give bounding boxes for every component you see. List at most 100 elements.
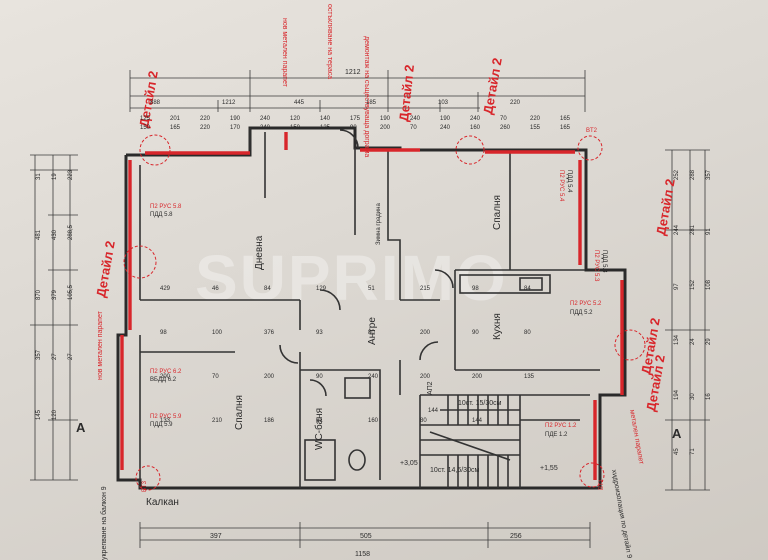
dim-inner-19: 90 — [316, 374, 323, 380]
dim-top-21: 150 — [140, 125, 151, 131]
dim-right-9: 134 — [674, 334, 680, 345]
dim-top-7: 201 — [170, 116, 181, 122]
dim-bottom-1: 505 — [360, 533, 372, 540]
dim-top-33: 260 — [500, 125, 511, 131]
dim-right-4: 281 — [690, 224, 696, 235]
bottom-overall-dimension: 1158 — [355, 551, 370, 558]
dim-right-10: 24 — [690, 338, 696, 345]
dim-inner-0: 429 — [160, 286, 171, 292]
dim-top-25: 240 — [260, 125, 271, 131]
dim-right-13: 30 — [690, 393, 696, 400]
detail-callout-circles — [123, 134, 646, 491]
svg-text:П2 РУС 5.4: П2 РУС 5.4 — [558, 170, 564, 202]
dim-top-31: 240 — [440, 125, 451, 131]
svg-text:ПДЕ 1.2: ПДЕ 1.2 — [545, 432, 568, 438]
dim-top-30: 70 — [410, 125, 417, 131]
dim-inner-10: 376 — [264, 330, 275, 336]
stair-lower-label: 10ст. 14,6/30см — [430, 467, 479, 474]
room-living-label: Дневна — [254, 235, 265, 270]
level-down-label: +1,55 — [540, 465, 558, 472]
window-tag-w2: П2 РУС 6.2 ВБДД 6.2 — [150, 369, 182, 383]
dim-right-3: 244 — [674, 224, 680, 235]
interior-walls — [139, 128, 600, 488]
annotation-bottom-left: укрепване на балкон 9 — [100, 486, 108, 560]
window-tag-w1: П2 РУС 5.8 ПДД 5.8 — [150, 204, 182, 218]
dim-bottom-0: 397 — [210, 533, 222, 540]
dim-top-29: 200 — [380, 125, 391, 131]
dim-left-3: 481 — [36, 229, 42, 240]
dim-top-8: 220 — [200, 116, 211, 122]
svg-text:ВБДД 6.2: ВБДД 6.2 — [150, 377, 177, 383]
annotation-top-rail: нов метален парапет — [281, 18, 288, 88]
dim-inner-14: 90 — [472, 330, 479, 336]
dim-inner-29: 80 — [420, 418, 427, 424]
dim-top-28: 90 — [350, 125, 357, 131]
svg-text:ПДД 5.4: ПДД 5.4 — [566, 170, 572, 193]
dim-top-2: 445 — [294, 100, 305, 106]
svg-text:П2 РУС 5.8: П2 РУС 5.8 — [150, 204, 182, 210]
dim-top-3: 185 — [366, 100, 377, 106]
dim-top-24: 170 — [230, 125, 241, 131]
dim-left-4: 430 — [52, 229, 58, 240]
dim-top-0: 888 — [150, 100, 161, 106]
dim-inner-23: 135 — [524, 374, 535, 380]
top-dimension-chains — [129, 70, 586, 112]
dim-top-4: 103 — [438, 100, 449, 106]
dim-inner-27: 61 — [316, 418, 323, 424]
staircase — [429, 395, 520, 488]
annotation-right-rail: метален парапет — [628, 409, 645, 466]
dim-top-14: 190 — [380, 116, 391, 122]
dim-right-0: 252 — [674, 169, 680, 180]
bottom-dimension-chains — [139, 522, 591, 548]
dim-left-13: 120 — [52, 409, 58, 420]
dim-top-10: 240 — [260, 116, 271, 122]
dim-left-8: 105,5 — [68, 284, 74, 300]
dim-top-23: 220 — [200, 125, 211, 131]
dim-inner-1: 46 — [212, 286, 219, 292]
dim-left-7: 379 — [52, 289, 58, 300]
dim-top-27: 125 — [320, 125, 331, 131]
renovation-markup — [120, 132, 624, 480]
window-tag-w3: П2 РУС 5.9 ПДД 5.9 — [150, 414, 182, 428]
dim-inner-13: 200 — [420, 330, 431, 336]
dim-left-11: 27 — [68, 353, 74, 360]
detail-label-2: Детайл 2 — [396, 64, 417, 122]
dim-left-12: 145 — [36, 409, 42, 420]
svg-text:П2 РУС 6.2: П2 РУС 6.2 — [150, 369, 182, 375]
dim-right-7: 152 — [690, 279, 696, 290]
window-tag-w7: П2 РУС 5.3 ПДД 5.3 — [593, 250, 607, 282]
bt2-tag: BT2 — [586, 128, 598, 134]
dim-top-26: 150 — [290, 125, 301, 131]
dim-inner-5: 215 — [420, 286, 431, 292]
detail-label-3: Детайл 2 — [480, 57, 505, 116]
dim-right-1: 288 — [690, 169, 696, 180]
dim-bottom-2: 256 — [510, 533, 522, 540]
dim-inner-28: 160 — [368, 418, 379, 424]
window-tag-w4: П2 РУС 5.4 ПДД 5.4 — [558, 170, 572, 202]
bottom-dimension-values: 397 505 256 — [210, 533, 522, 540]
stair-upper-label: 10ст. 15/30см — [458, 400, 502, 407]
dim-inner-16: 200 — [160, 374, 171, 380]
dim-right-12: 194 — [674, 389, 680, 400]
dim-top-9: 190 — [230, 116, 241, 122]
dim-right-16: 71 — [690, 448, 696, 455]
annotation-left-rail: нов метален парапет — [97, 310, 104, 380]
dim-top-35: 165 — [560, 125, 571, 131]
dim-inner-11: 93 — [316, 330, 323, 336]
svg-text:ПДД 5.2: ПДД 5.2 — [570, 310, 593, 316]
dim-top-11: 120 — [290, 116, 301, 122]
dim-inner-21: 200 — [420, 374, 431, 380]
window-tag-w5: П2 РУС 5.2 ПДД 5.2 — [570, 301, 602, 316]
dim-top-20: 165 — [560, 116, 571, 122]
dim-inner-15: 80 — [524, 330, 531, 336]
right-dimension-chains — [665, 149, 710, 491]
roof-label: Калкан — [146, 497, 179, 508]
dim-right-11: 29 — [706, 338, 712, 345]
dim-right-2: 357 — [706, 169, 712, 180]
dim-inner-2: 84 — [264, 286, 271, 292]
svg-text:П2 РУС 5.3: П2 РУС 5.3 — [593, 250, 599, 282]
